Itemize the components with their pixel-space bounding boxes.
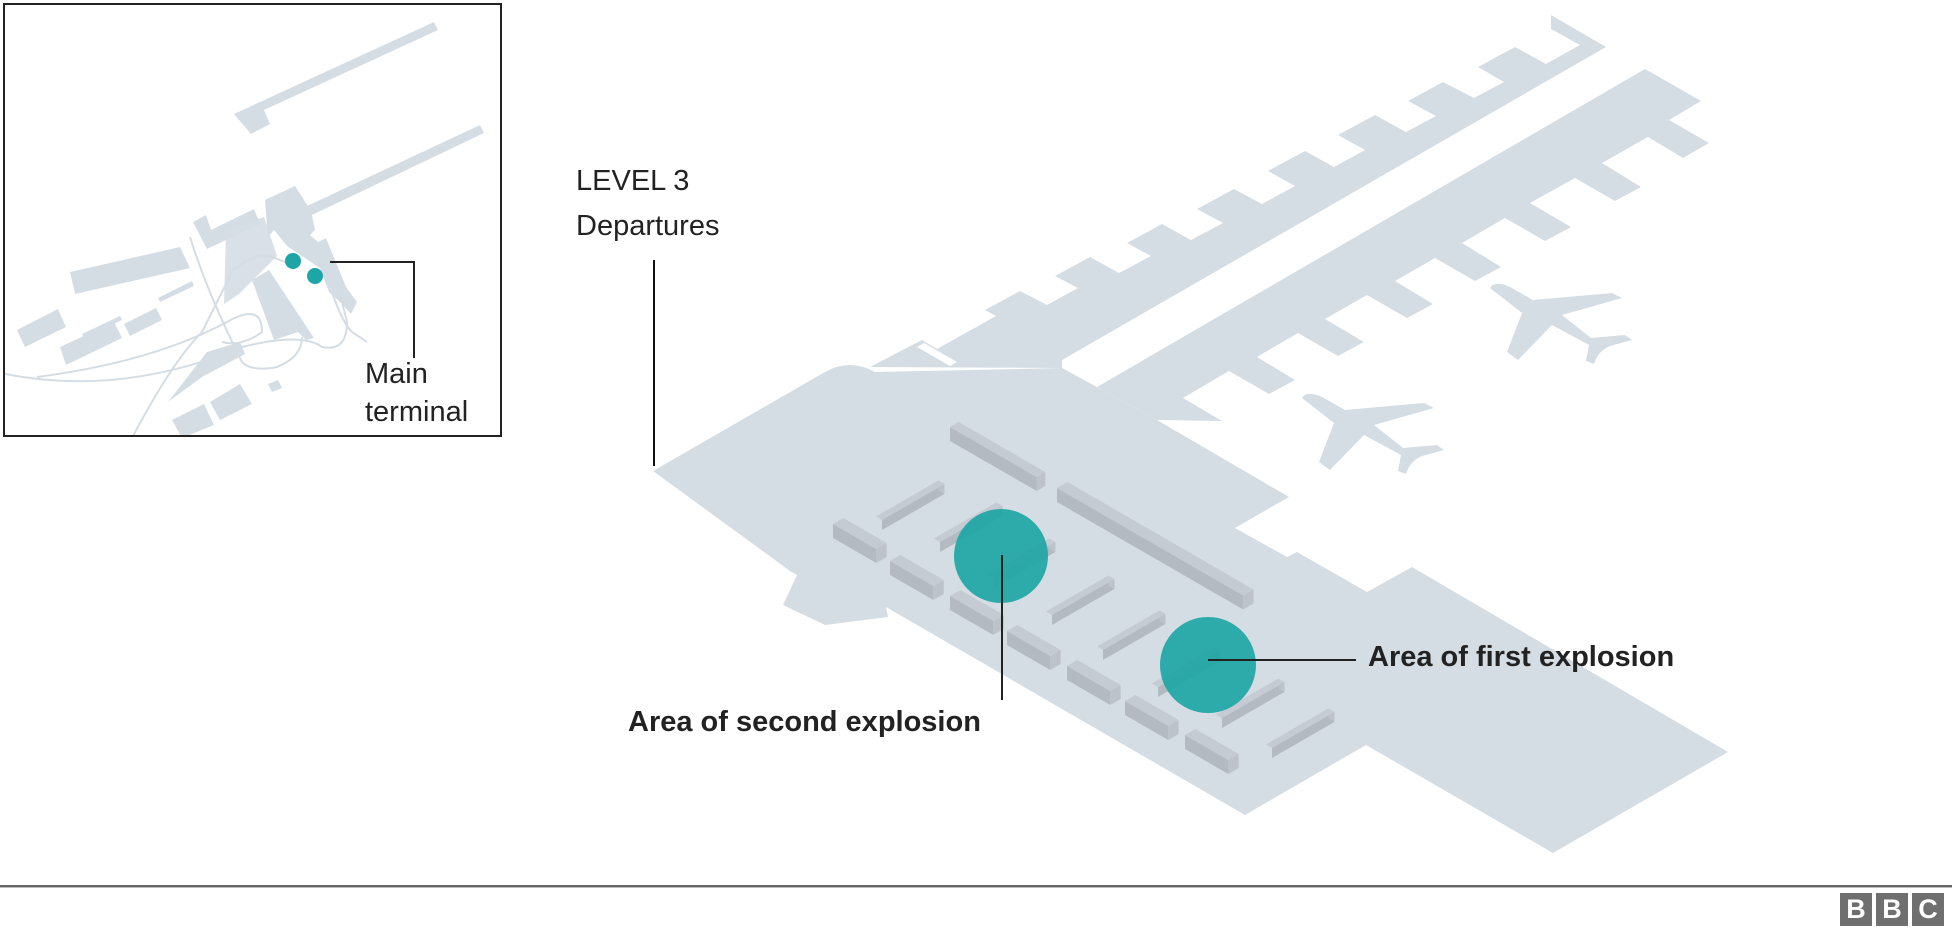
desk-top (1185, 729, 1239, 760)
footer-divider (0, 885, 1952, 888)
airplane-icon (1490, 283, 1632, 364)
airplane-icon (1302, 393, 1444, 474)
inset-road-2 (189, 236, 303, 370)
desk-end (1036, 472, 1046, 491)
desk-top (890, 555, 944, 586)
aircraft-1 (1490, 283, 1632, 364)
desk-side (1103, 614, 1166, 660)
inset-building-a (193, 209, 260, 249)
desk-top (1125, 695, 1179, 726)
inset-main-terminal-label: Main terminal (365, 355, 468, 431)
inset-label-line2: terminal (365, 396, 469, 428)
inset-locator-map: Main terminal (3, 3, 502, 437)
aircraft-2 (1302, 393, 1444, 474)
inset-building-i (172, 404, 214, 435)
bbc-logo-letter: C (1912, 893, 1944, 926)
desk-top (875, 480, 945, 520)
desk-side (1067, 666, 1111, 705)
second-explosion-label: Area of second explosion (628, 706, 981, 738)
pier-north (870, 15, 1606, 368)
inset-building-g (158, 281, 194, 302)
desk-end (1168, 720, 1179, 740)
inset-leader-line (330, 261, 415, 358)
desk-top (950, 590, 1004, 621)
inset-explosion-marker-1 (285, 253, 301, 269)
inset-building-b (70, 247, 190, 294)
desk-side (882, 484, 945, 530)
desk-top (1067, 660, 1121, 691)
inset-road-3 (132, 255, 291, 435)
inset-building-h (168, 342, 245, 402)
first-explosion-label: Area of first explosion (1368, 641, 1675, 673)
desk-end (1243, 589, 1254, 610)
inset-road-4 (36, 313, 264, 378)
inset-building-c (17, 309, 66, 347)
floor-name-label: Departures (576, 210, 720, 242)
desk-side (1185, 735, 1229, 774)
inset-pier (305, 125, 484, 215)
desk-top (1096, 610, 1166, 650)
inset-building-l (224, 217, 277, 304)
desk-top (1045, 575, 1115, 615)
desk-side (1222, 682, 1285, 728)
desk-top (1057, 482, 1254, 596)
inset-runway-north (234, 22, 438, 134)
explosion-area-first (1160, 617, 1256, 713)
desk-side (950, 596, 994, 635)
desk-end (1110, 685, 1121, 705)
desk-top (833, 518, 887, 549)
desk-end (1050, 650, 1061, 670)
inset-building-f (82, 316, 122, 338)
desk-side (833, 524, 877, 563)
inset-road-5 (331, 291, 368, 343)
inset-terminal (265, 186, 357, 314)
desk-top (1215, 678, 1285, 718)
inset-road-1 (5, 301, 349, 383)
inset-building-d (60, 322, 122, 365)
desk-end (933, 580, 944, 600)
desk-side (1125, 701, 1169, 740)
desk-top (950, 422, 1046, 477)
desk-side (950, 427, 1037, 491)
inset-car-park (252, 270, 314, 340)
inset-building-j (210, 384, 252, 420)
desk-end (1228, 754, 1239, 774)
bbc-logo-letter: B (1840, 893, 1872, 926)
inset-building-k (268, 380, 282, 392)
inset-label-line1: Main (365, 358, 428, 390)
bbc-logo-letter: B (1876, 893, 1908, 926)
desk-side (1272, 712, 1335, 758)
inset-explosion-marker-2 (307, 268, 323, 284)
desk-side (1052, 579, 1115, 625)
desk-end (876, 543, 887, 563)
inset-building-e (124, 308, 162, 336)
terminal-floor (653, 365, 1728, 853)
desk-side (890, 561, 934, 600)
desk-top (1265, 708, 1335, 748)
pier-south (1062, 69, 1709, 421)
gap (917, 343, 957, 366)
desk-side (1057, 488, 1244, 610)
desk-top (1007, 625, 1061, 656)
level-label: LEVEL 3 (576, 165, 690, 197)
desk-side (1007, 631, 1051, 670)
bbc-logo: B B C (1840, 893, 1944, 926)
